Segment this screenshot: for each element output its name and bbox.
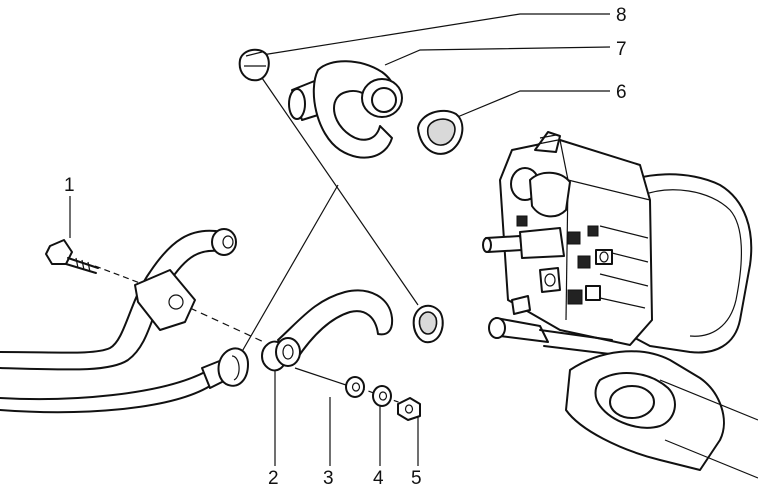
- callout-2: 2: [268, 468, 279, 489]
- callout-5: 5: [411, 468, 422, 489]
- washer-part-4: [372, 385, 392, 407]
- callout-4: 4: [373, 468, 384, 489]
- callout-3: 3: [323, 468, 334, 489]
- callout-1: 1: [64, 175, 75, 196]
- middle-hose: [275, 289, 394, 367]
- washer-part-3: [345, 376, 365, 398]
- callout-6: 6: [616, 82, 627, 103]
- callout-labels: 1 2 3 4 5 6 7 8: [64, 5, 627, 489]
- callout-7: 7: [616, 39, 627, 60]
- engine-cylinder-head: [482, 131, 758, 479]
- bolt-part-1: [45, 239, 99, 274]
- clamp-part-6: [417, 109, 464, 155]
- clamp-middle: [412, 304, 444, 344]
- studs: [482, 215, 613, 315]
- nut-part-5: [397, 397, 421, 421]
- clamp-part-8: [238, 48, 270, 82]
- elbow-hose-part-7: [288, 60, 403, 159]
- pipe-assembly: [0, 228, 237, 414]
- callout-8: 8: [616, 5, 627, 26]
